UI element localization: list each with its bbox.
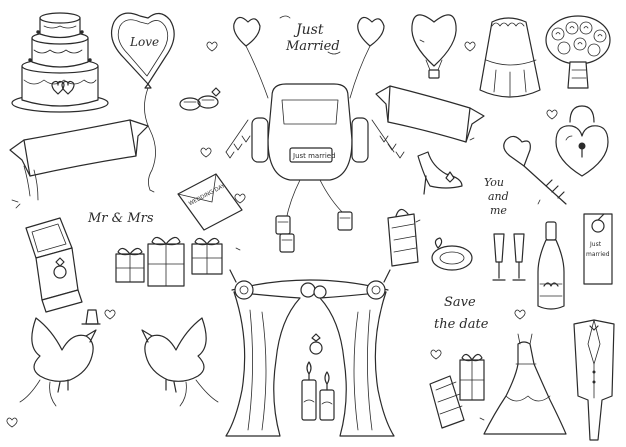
ring-box-icon	[25, 217, 83, 313]
just-married-title-line2: Married	[285, 39, 340, 54]
tuxedo-icon	[573, 319, 615, 441]
bouquet-icon	[545, 15, 611, 89]
wedding-cake-icon	[11, 12, 109, 113]
car-plate-label: Just married	[292, 152, 336, 160]
veil-icon	[479, 17, 541, 98]
door-hanger-line1: Just	[589, 241, 602, 248]
ribbon-banner-right	[375, 85, 485, 143]
champagne-bottle-icon	[537, 221, 565, 310]
small-heart-icon	[6, 41, 558, 428]
decorative-dashes	[11, 39, 541, 421]
just-married-title: Just Married	[279, 15, 341, 55]
candles-icon	[301, 361, 335, 421]
save-the-date-text: Save the date	[434, 295, 489, 332]
love-balloon-icon: Love	[111, 12, 175, 191]
rings-icon	[179, 87, 221, 111]
ribbon-banner-left	[9, 119, 149, 201]
heart-lock-icon	[555, 105, 609, 177]
you-and-me-line3: me	[490, 204, 507, 217]
you-and-me-line1: You	[484, 176, 504, 189]
just-married-car-icon: Just married	[225, 83, 405, 253]
heart-key-icon	[503, 135, 567, 205]
hot-air-balloon-icon	[411, 14, 457, 79]
love-label: Love	[129, 35, 159, 49]
garter-icon	[431, 237, 473, 271]
heart-balloon-icon	[233, 16, 385, 99]
dove-bride-icon	[141, 317, 219, 407]
save-the-date-line1: Save	[444, 295, 476, 310]
wedding-arch-icon	[225, 269, 395, 437]
gift-bag-icon	[387, 208, 419, 267]
ring-icon	[309, 333, 323, 355]
mr-mrs-label: Mr & Mrs	[87, 211, 154, 226]
you-and-me-text: You and me	[484, 176, 509, 217]
envelope-icon: WEDDING DAY	[177, 173, 243, 231]
door-hanger-icon: Just married	[583, 213, 613, 285]
glass-slipper-icon	[417, 151, 463, 195]
just-married-title-line1: Just	[293, 22, 324, 38]
gift-box-stack-icon	[429, 353, 485, 429]
door-hanger-line2: married	[586, 251, 610, 258]
wedding-dress-icon	[483, 333, 567, 435]
dove-groom-icon	[19, 309, 101, 407]
gift-box-icon	[115, 236, 223, 287]
champagne-glasses-icon	[492, 233, 526, 281]
save-the-date-line2: the date	[434, 317, 489, 332]
you-and-me-line2: and	[488, 190, 509, 203]
